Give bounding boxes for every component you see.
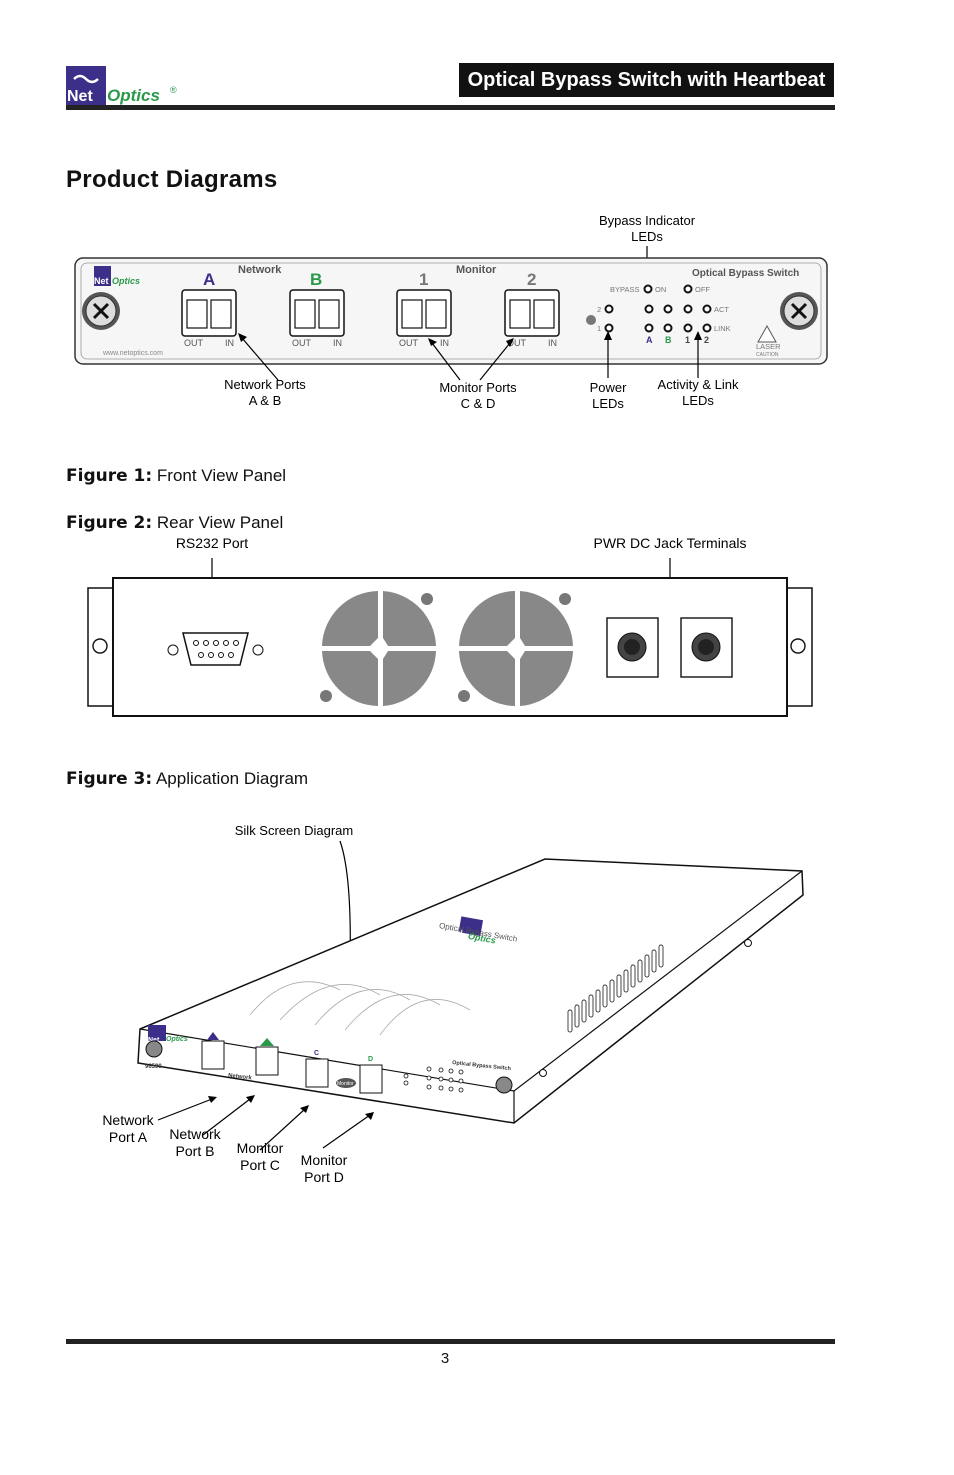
page-number: 3: [440, 1350, 450, 1367]
fan-right-icon: [458, 591, 573, 706]
svg-text:IN: IN: [548, 338, 557, 348]
header-title: Optical Bypass Switch with Heartbeat: [459, 63, 834, 97]
panel-url: www.netoptics.com: [102, 350, 163, 357]
svg-text:Monitor: Monitor: [337, 1081, 354, 1087]
figure3-caption: Figure 3: Application Diagram: [66, 769, 309, 789]
callout-monitor-1: Monitor Ports: [439, 380, 517, 395]
netoptics-logo: Net Optics ®: [66, 66, 184, 106]
callout-port-d-2: Port D: [304, 1169, 344, 1185]
callout-power-2: LEDs: [592, 396, 624, 411]
callout-port-a-1: Network: [102, 1112, 154, 1128]
fan-left-icon: [320, 591, 436, 706]
power-icon: [586, 315, 596, 325]
svg-text:LASER: LASER: [756, 342, 781, 351]
callout-port-d-1: Monitor: [301, 1152, 348, 1168]
callout-activity-2: LEDs: [682, 393, 714, 408]
svg-text:Net: Net: [448, 925, 464, 937]
svg-text:IN: IN: [333, 338, 342, 348]
figure2-caption: Figure 2: Rear View Panel: [66, 513, 284, 533]
svg-text:ACT: ACT: [714, 305, 729, 314]
callout-network-2: A & B: [249, 393, 282, 408]
svg-text:B: B: [665, 335, 672, 345]
svg-text:A: A: [203, 270, 215, 289]
rear-panel-diagram: RS232 Port PWR DC Jack Terminals: [80, 530, 820, 730]
callout-port-c-1: Monitor: [237, 1140, 284, 1156]
callout-pwr: PWR DC Jack Terminals: [594, 535, 747, 551]
svg-text:IN: IN: [440, 338, 449, 348]
callout-rs232: RS232 Port: [176, 535, 248, 551]
svg-text:Monitor: Monitor: [456, 264, 497, 276]
left-screw-icon: [82, 292, 120, 330]
svg-text:Optics: Optics: [467, 931, 496, 946]
right-screw-icon: [780, 292, 818, 330]
header-rule: [66, 105, 835, 110]
svg-text:C: C: [314, 1050, 319, 1057]
svg-text:D: D: [368, 1056, 373, 1063]
svg-text:1: 1: [419, 270, 428, 289]
svg-text:Optics: Optics: [112, 276, 140, 286]
svg-text:OFF: OFF: [695, 285, 710, 294]
svg-text:ON: ON: [655, 285, 666, 294]
svg-text:Optical Bypass Switch: Optical Bypass Switch: [692, 268, 799, 279]
callout-activity-1: Activity & Link: [658, 377, 739, 392]
callout-network-1: Network Ports: [224, 377, 306, 392]
application-diagram: Silk Screen Diagram Net Optics Optical B…: [90, 815, 810, 1200]
callout-monitor-2: C & D: [461, 396, 496, 411]
front-panel-diagram: Bypass Indicator LEDs Net Optics www.net…: [70, 210, 840, 425]
svg-text:OUT: OUT: [399, 338, 419, 348]
svg-text:Net: Net: [148, 1037, 160, 1044]
svg-text:2: 2: [597, 305, 601, 314]
callout-port-c-2: Port C: [240, 1157, 280, 1173]
svg-text:CAUTION: CAUTION: [756, 352, 779, 358]
svg-text:LINK: LINK: [714, 324, 731, 333]
svg-text:OUT: OUT: [507, 338, 527, 348]
callout-port-a-2: Port A: [109, 1129, 148, 1145]
svg-text:IN: IN: [225, 338, 234, 348]
callout-power-1: Power: [590, 380, 628, 395]
svg-text:BYPASS: BYPASS: [610, 285, 639, 294]
svg-text:B: B: [310, 270, 322, 289]
laser-warning-icon: [757, 324, 777, 343]
figure1-caption: Figure 1: Front View Panel: [66, 466, 287, 486]
svg-text:1: 1: [685, 335, 690, 345]
svg-text:Network: Network: [228, 1073, 253, 1082]
svg-text:Optics: Optics: [107, 86, 160, 105]
svg-text:Optics: Optics: [166, 1036, 188, 1043]
callout-silk: Silk Screen Diagram: [235, 823, 354, 838]
callout-port-b-2: Port B: [176, 1143, 215, 1159]
callout-bypass-2: LEDs: [631, 229, 663, 244]
svg-text:Network: Network: [238, 264, 282, 276]
svg-text:1: 1: [597, 324, 601, 333]
callout-bypass-1: Bypass Indicator: [599, 213, 696, 228]
page-title: Product Diagrams: [66, 166, 278, 193]
svg-text:96590: 96590: [145, 1064, 162, 1070]
callout-port-b-1: Network: [169, 1126, 221, 1142]
rs232-connector-icon: [167, 632, 264, 666]
footer-rule: [66, 1339, 835, 1344]
svg-text:OUT: OUT: [292, 338, 312, 348]
svg-text:OUT: OUT: [184, 338, 204, 348]
front-screw-icon: [145, 1040, 163, 1058]
dc-jack-icon: [606, 617, 733, 678]
svg-text:Net: Net: [94, 276, 109, 286]
svg-text:2: 2: [527, 270, 536, 289]
svg-text:A: A: [646, 335, 653, 345]
svg-text:2: 2: [704, 335, 709, 345]
svg-text:Net: Net: [67, 88, 93, 105]
svg-text:®: ®: [170, 85, 177, 95]
front-screw-right-icon: [495, 1076, 513, 1094]
